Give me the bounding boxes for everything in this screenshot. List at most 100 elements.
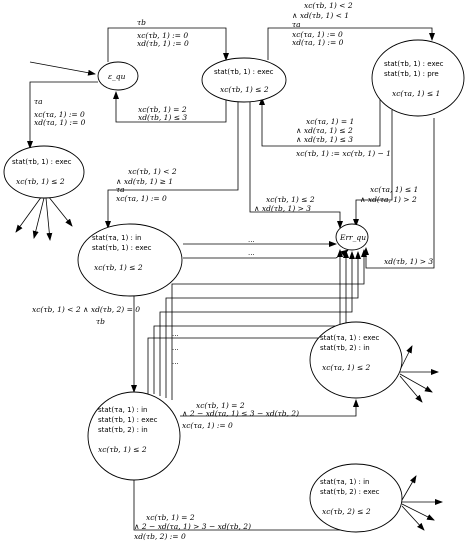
label-mid-g2: ∧ xd(τb, 1) ≥ 1	[116, 177, 173, 186]
node-right1-line-1: stat(τa, 1) : exec	[320, 334, 380, 342]
node-mid: stat(τa, 1) : in stat(τb, 1) : exec xc(τ…	[77, 223, 183, 297]
fan-left-4	[47, 195, 73, 227]
label-err2-g2: ∧ xd(τa, 1) > 2	[360, 195, 417, 204]
fan-r1-4	[399, 345, 413, 371]
label-ta-left-r2: xd(τa, 1) := 0	[34, 118, 86, 127]
label-ret-1: xc(τb, 1) = 2	[138, 105, 187, 114]
fan-r1-2	[399, 373, 433, 393]
edge-mid-to-err-2	[183, 249, 349, 259]
label-r2-r: xd(τb, 2) := 0	[134, 532, 186, 541]
label-err3-g: xd(τb, 1) > 3	[384, 257, 433, 266]
node-mid-line-2: stat(τb, 1) : exec	[92, 244, 152, 252]
node-bot-line-2: stat(τb, 1) : exec	[98, 416, 158, 424]
fan-r2-2	[401, 503, 435, 521]
label-ta-left-r1: xc(τa, 1) := 0	[34, 110, 85, 119]
node-mid-line-3: xc(τb, 1) ≤ 2	[94, 263, 143, 272]
label-top-r1: xc(τb, 1) := 0	[137, 31, 188, 40]
edge-bot-to-err-2	[153, 250, 349, 394]
edge-pre-to-err	[353, 110, 393, 227]
node-eps-label: ε_qu	[108, 72, 126, 81]
label-dots-3: ...	[172, 330, 179, 338]
label-back-g3: ∧ xd(τb, 1) ≤ 3	[296, 135, 353, 144]
node-err: Err_qu	[335, 223, 369, 251]
edge-eps-to-exec	[107, 27, 229, 62]
node-bot-line-1: stat(τa, 1) : in	[98, 406, 148, 414]
label-err-g2: ∧ xd(τb, 1) > 3	[254, 204, 311, 213]
label-mid-g1: xc(τb, 1) < 2	[128, 167, 177, 176]
fan-left-3	[45, 197, 53, 241]
node-exec-top: stat(τb, 1) : exec xc(τb, 1) ≤ 2	[201, 57, 287, 103]
label-err-g1: xc(τb, 1) ≤ 2	[266, 195, 315, 204]
label-ta-left: τa	[34, 97, 43, 106]
label-bot-tb: τb	[96, 317, 105, 326]
label-err2-g1: xc(τa, 1) ≤ 1	[370, 185, 418, 194]
node-right1: stat(τa, 1) : exec stat(τb, 2) : in xc(τ…	[309, 321, 403, 399]
fan-r1-3	[399, 375, 423, 403]
label-back-g2: ∧ xd(τa, 1) ≤ 2	[296, 126, 353, 135]
fan-r2-3	[401, 505, 425, 531]
label-r2-g1: xc(τb, 1) = 2	[146, 513, 195, 522]
edge-exec-to-mid	[105, 98, 239, 229]
node-left-line-1: stat(τb, 1) : exec	[12, 158, 72, 166]
node-exec-pre-line-1: stat(τb, 1) : exec	[384, 60, 444, 68]
edge-exec-to-eps	[113, 91, 227, 123]
initial-arrow	[29, 61, 96, 76]
node-right1-line-2: stat(τb, 2) : in	[320, 344, 370, 352]
node-exec-top-line-1: stat(τb, 1) : exec	[214, 68, 274, 76]
edges	[15, 27, 443, 531]
label-dots-1: ...	[248, 236, 255, 244]
label-pre-g1: xc(τb, 1) < 2	[304, 1, 353, 10]
edge-labels: τb xc(τb, 1) := 0 xd(τb, 1) := 0 xc(τb, …	[32, 1, 433, 541]
label-ret-2: xd(τb, 1) ≤ 3	[138, 113, 187, 122]
node-right2-line-2: stat(τb, 2) : exec	[320, 488, 380, 496]
node-eps: ε_qu	[97, 61, 139, 91]
node-mid-line-1: stat(τa, 1) : in	[92, 234, 142, 242]
label-dots-2: ...	[248, 249, 255, 257]
edge-bot-to-err-4	[165, 251, 361, 398]
label-r2-g2: ∧ 2 − xd(τa, 1) > 3 − xd(τb, 2)	[134, 522, 251, 531]
node-left: stat(τb, 1) : exec xc(τb, 1) ≤ 2	[3, 145, 85, 199]
label-r1-g1: xc(τb, 1) = 2	[196, 401, 245, 410]
edge-eps-to-left	[27, 81, 98, 149]
edge-pre-to-err-right	[363, 118, 435, 269]
node-exec-pre-line-3: xc(τa, 1) ≤ 1	[392, 89, 440, 98]
edge-bot-to-err-1	[147, 249, 343, 394]
label-r1-g2: ∧ 2 − xd(τa, 1) ≤ 3 − xd(τb, 2)	[182, 409, 299, 418]
label-back-g1: xc(τa, 1) = 1	[306, 117, 354, 126]
edge-exec-to-err	[249, 98, 343, 229]
node-right2-line-1: stat(τa, 1) : in	[320, 478, 370, 486]
label-mid-ta: τa	[116, 185, 125, 194]
node-left-line-2: xc(τb, 1) ≤ 2	[16, 177, 65, 186]
label-dots-5: ...	[172, 358, 179, 366]
node-bot-line-3: stat(τb, 2) : in	[98, 426, 148, 434]
label-r1-r: xc(τa, 1) := 0	[182, 421, 233, 430]
edge-bot-to-err-5	[171, 249, 367, 400]
edge-bot-to-err-3	[159, 251, 355, 396]
label-pre-r2: xd(τa, 1) := 0	[292, 38, 344, 47]
node-bot: stat(τa, 1) : in stat(τb, 1) : exec stat…	[87, 391, 181, 481]
edge-exec-to-pre	[267, 27, 435, 60]
fan-left-2	[32, 197, 45, 239]
node-err-label: Err_qu	[339, 233, 366, 242]
node-right1-line-3: xc(τa, 1) ≤ 2	[322, 363, 370, 372]
label-back-r: xc(τb, 1) := xc(τb, 1) − 1	[296, 149, 391, 158]
edge-pre-to-exec	[259, 96, 381, 147]
node-exec-pre: stat(τb, 1) : exec stat(τb, 1) : pre xc(…	[371, 39, 465, 117]
label-dots-4: ...	[172, 344, 179, 352]
label-mid-r: xc(τa, 1) := 0	[116, 194, 167, 203]
node-exec-top-line-2: xc(τb, 1) ≤ 2	[220, 85, 269, 94]
label-top-tb: τb	[137, 18, 146, 27]
fan-r2-4	[401, 475, 417, 501]
node-right2: stat(τa, 1) : in stat(τb, 2) : exec xc(τ…	[309, 463, 403, 533]
label-pre-ta: τa	[292, 20, 301, 29]
node-bot-line-4: xc(τb, 1) ≤ 2	[98, 445, 147, 454]
label-pre-r1: xc(τa, 1) := 0	[292, 30, 343, 39]
node-exec-pre-line-2: stat(τb, 1) : pre	[384, 70, 439, 78]
label-top-r2: xd(τb, 1) := 0	[137, 39, 189, 48]
edge-bot-to-right1	[180, 399, 359, 417]
fan-left-1	[15, 195, 43, 233]
label-pre-g2: ∧ xd(τb, 1) < 1	[292, 11, 349, 20]
node-right2-line-3: xc(τb, 2) ≤ 2	[322, 507, 371, 516]
label-bot-g: xc(τb, 1) < 2 ∧ xd(τb, 2) = 0	[32, 305, 140, 314]
